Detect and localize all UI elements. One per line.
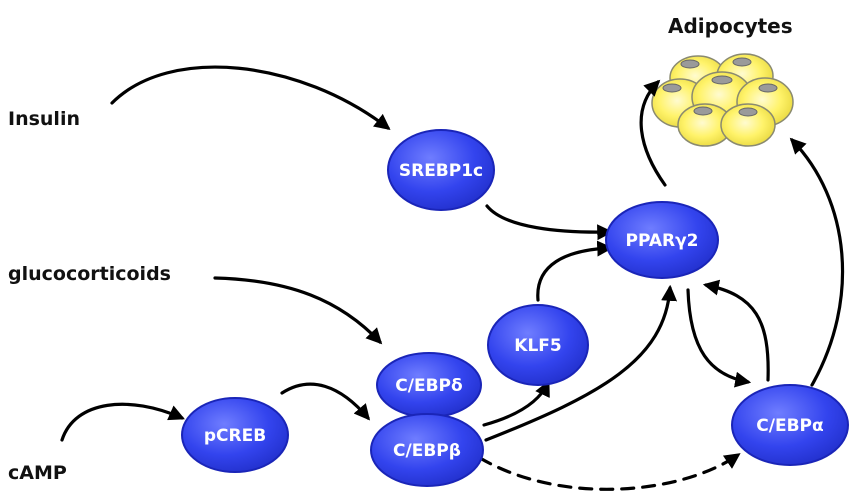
node-cebp-beta-label: C/EBPβ bbox=[393, 441, 461, 461]
adipocytes-icon bbox=[651, 53, 794, 147]
arrows bbox=[60, 65, 845, 491]
node-srebp1c: SREBP1c bbox=[387, 129, 495, 211]
node-pcreb: pCREB bbox=[181, 397, 289, 473]
node-cebp-alpha: C/EBPα bbox=[731, 384, 849, 466]
arrow-camp-pcreb bbox=[60, 402, 185, 442]
arrow-cebp-beta-ppar bbox=[484, 284, 678, 442]
arrow-insulin-srebp1c bbox=[110, 65, 391, 130]
input-insulin-label: Insulin bbox=[8, 108, 80, 130]
node-cebp-delta: C/EBPδ bbox=[376, 352, 482, 418]
input-glucocorticoids-label: glucocorticoids bbox=[8, 263, 171, 285]
output-adipocytes-label: Adipocytes bbox=[668, 14, 793, 38]
arrow-glucocorticoids-cebp-delta bbox=[213, 276, 383, 345]
node-ppar-gamma2: PPARγ2 bbox=[605, 201, 719, 279]
node-cebp-beta: C/EBPβ bbox=[370, 413, 484, 487]
node-cebp-alpha-label: C/EBPα bbox=[756, 416, 823, 436]
input-camp-label: cAMP bbox=[8, 462, 67, 484]
arrow-pcreb-cebp-beta bbox=[280, 382, 371, 421]
arrow-srebp1c-ppar bbox=[485, 204, 614, 241]
node-srebp1c-label: SREBP1c bbox=[399, 161, 483, 181]
node-klf5-label: KLF5 bbox=[514, 336, 561, 356]
arrow-klf5-ppar bbox=[536, 240, 614, 302]
arrow-cebp-alpha-adipocytes bbox=[789, 137, 845, 387]
arrow-ppar-cebp-alpha bbox=[686, 288, 752, 388]
arrow-cebp-beta-klf5 bbox=[482, 380, 550, 427]
node-pcreb-label: pCREB bbox=[204, 426, 266, 446]
arrow-cebp-beta-cebp-alpha-dashed bbox=[478, 453, 741, 491]
node-cebp-delta-label: C/EBPδ bbox=[395, 376, 462, 396]
arrow-ppar-adipocytes bbox=[639, 79, 667, 187]
arrow-cebp-alpha-ppar bbox=[702, 279, 770, 382]
node-ppar-gamma2-label: PPARγ2 bbox=[625, 231, 698, 251]
node-klf5: KLF5 bbox=[487, 304, 589, 386]
